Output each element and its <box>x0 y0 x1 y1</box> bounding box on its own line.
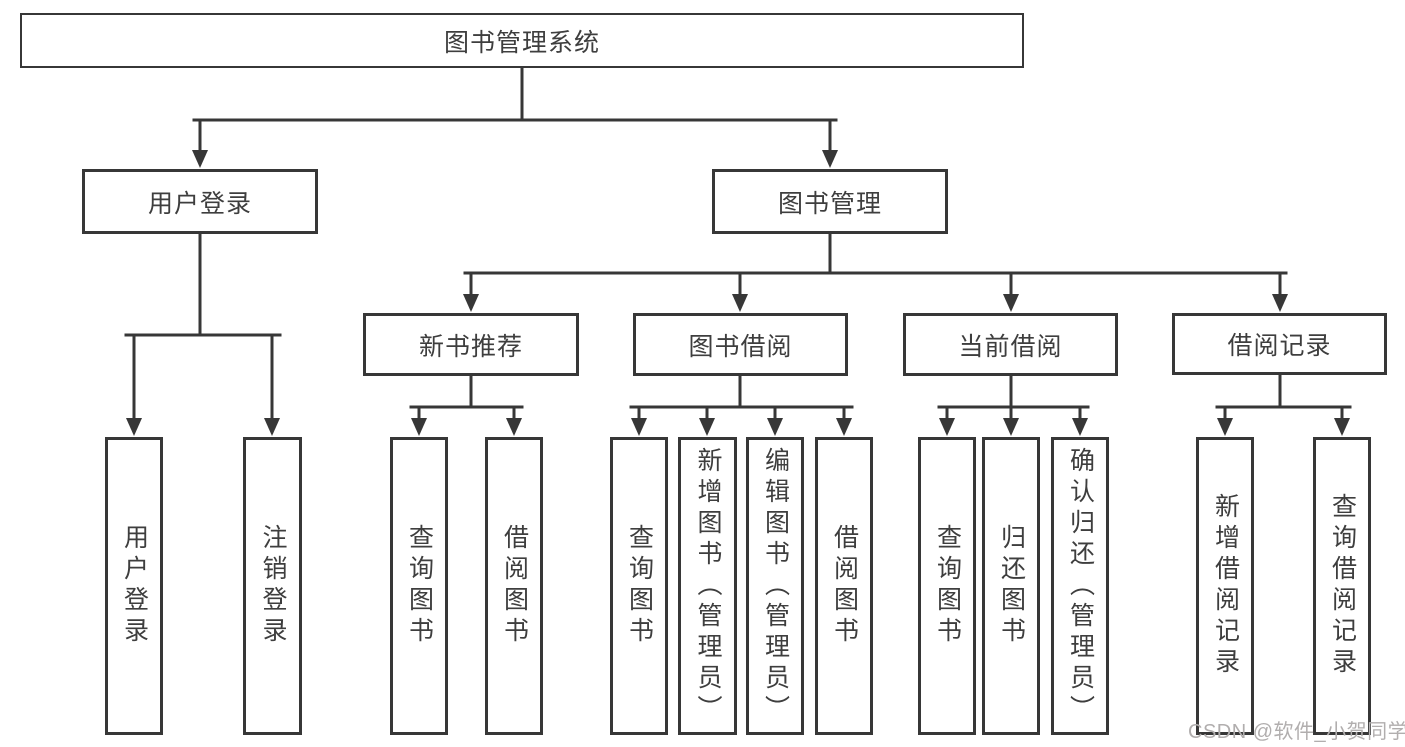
node-leaf-add-book-admin: 新增图书（管理员） <box>678 437 737 735</box>
node-book-borrow-label: 图书借阅 <box>688 332 793 361</box>
node-borrow-record: 借阅记录 <box>1172 313 1387 375</box>
node-leaf-add-borrow-record: 新增借阅记录 <box>1196 437 1254 735</box>
node-leaf-return-book: 归还图书 <box>982 437 1040 735</box>
node-leaf-logout: 注销登录 <box>243 437 302 735</box>
leaf-label: 借阅图书 <box>500 524 529 648</box>
leaf-label: 新增借阅记录 <box>1211 493 1240 679</box>
node-borrow-record-label: 借阅记录 <box>1227 332 1332 360</box>
node-root-label: 图书管理系统 <box>443 28 600 57</box>
leaf-label: 确认归还（管理员） <box>1066 446 1095 726</box>
leaf-label: 用户登录 <box>120 524 149 648</box>
node-book-borrow: 图书借阅 <box>633 313 848 376</box>
node-user-login-label: 用户登录 <box>147 189 252 218</box>
leaf-label: 借阅图书 <box>830 524 859 648</box>
node-current-borrow: 当前借阅 <box>903 313 1118 376</box>
node-leaf-edit-book-admin: 编辑图书（管理员） <box>746 437 804 735</box>
node-current-borrow-label: 当前借阅 <box>958 332 1063 361</box>
node-root: 图书管理系统 <box>20 13 1024 68</box>
arrowheads <box>126 150 1350 436</box>
watermark: CSDN @软件_小贺同学 <box>1188 721 1405 743</box>
node-new-book-recommend: 新书推荐 <box>363 313 579 376</box>
leaf-label: 注销登录 <box>259 524 287 648</box>
leaf-label: 查询图书 <box>405 524 434 648</box>
leaf-label: 查询图书 <box>933 524 962 648</box>
node-new-book-recommend-label: 新书推荐 <box>418 332 523 361</box>
leaf-label: 查询图书 <box>625 524 654 648</box>
node-leaf-confirm-return-admin: 确认归还（管理员） <box>1051 437 1109 735</box>
node-leaf-user-login: 用户登录 <box>105 437 163 735</box>
node-leaf-query-book-current: 查询图书 <box>918 437 976 735</box>
node-book-management-label: 图书管理 <box>777 189 882 218</box>
node-leaf-borrow-book: 借阅图书 <box>815 437 873 735</box>
node-leaf-query-borrow-record: 查询借阅记录 <box>1313 437 1371 735</box>
node-book-management: 图书管理 <box>712 169 948 234</box>
leaf-label: 新增图书（管理员） <box>694 446 722 726</box>
node-leaf-borrow-book-recommend: 借阅图书 <box>485 437 543 735</box>
leaf-label: 编辑图书（管理员） <box>761 446 790 726</box>
node-leaf-query-book-recommend: 查询图书 <box>390 437 448 735</box>
leaf-label: 查询借阅记录 <box>1328 493 1357 679</box>
node-leaf-query-book-borrow: 查询图书 <box>610 437 668 735</box>
node-user-login: 用户登录 <box>82 169 318 234</box>
leaf-label: 归还图书 <box>997 524 1026 648</box>
